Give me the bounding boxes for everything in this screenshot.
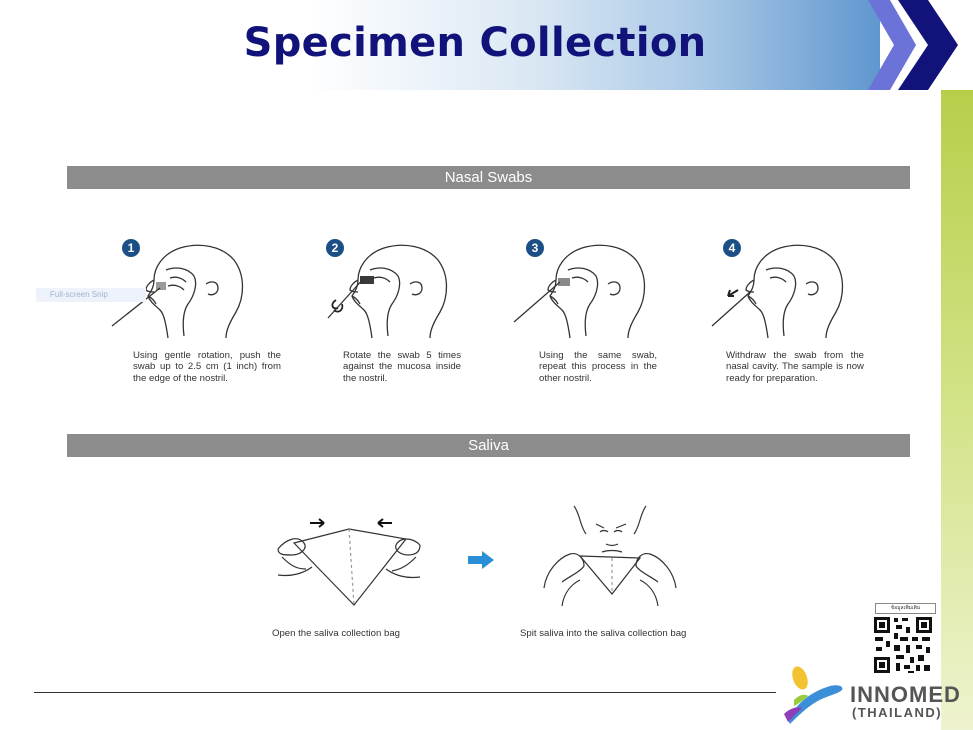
step-4-badge: 4 bbox=[723, 239, 741, 257]
step-4-head-illustration bbox=[711, 244, 844, 339]
open-bag-caption: Open the saliva collection bag bbox=[272, 628, 400, 639]
step-4-text: Withdraw the swab from the nasal cavity.… bbox=[726, 350, 864, 384]
step-2-head-illustration bbox=[327, 244, 448, 339]
page-title: Specimen Collection bbox=[243, 20, 707, 66]
step-1-badge: 1 bbox=[122, 239, 140, 257]
spit-into-bag-illustration bbox=[543, 505, 677, 607]
side-accent-bar bbox=[941, 90, 973, 730]
innomed-logo-sub: (THAILAND) bbox=[852, 705, 943, 720]
open-bag-illustration bbox=[277, 518, 421, 606]
saliva-header: Saliva bbox=[67, 434, 910, 457]
header-band bbox=[0, 0, 880, 90]
right-arrow-icon bbox=[468, 551, 494, 569]
step-3-text: Using the same swab, repeat this process… bbox=[539, 350, 657, 384]
innomed-logo-icon bbox=[784, 666, 843, 724]
spit-bag-caption: Spit saliva into the saliva collection b… bbox=[520, 628, 687, 639]
step-1-text: Using gentle rotation, push the swab up … bbox=[133, 350, 281, 384]
step-2-text: Rotate the swab 5 times against the muco… bbox=[343, 350, 461, 384]
step-3-head-illustration bbox=[513, 244, 646, 339]
qr-code-icon[interactable] bbox=[872, 615, 934, 675]
footer-divider bbox=[34, 692, 776, 693]
full-screen-snip-label[interactable]: Full-screen Snip bbox=[36, 288, 146, 302]
chevron-decoration-icon bbox=[868, 0, 958, 90]
nasal-swabs-header: Nasal Swabs bbox=[67, 166, 910, 189]
qr-caption: ข้อมูลเพิ่มเติม bbox=[875, 603, 936, 614]
innomed-logo-name: INNOMED bbox=[850, 682, 961, 707]
step-3-badge: 3 bbox=[526, 239, 544, 257]
step-2-badge: 2 bbox=[326, 239, 344, 257]
